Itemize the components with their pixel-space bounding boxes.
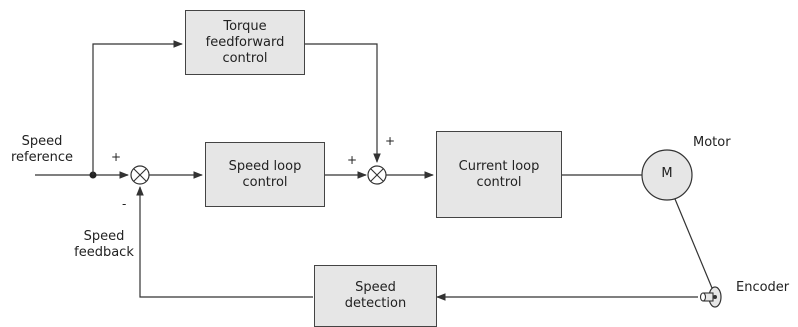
speed-detection-block: Speed detection [314, 265, 437, 327]
current-loop-block: Current loop control [436, 131, 562, 218]
torque-feedforward-block: Torque feedforward control [185, 10, 305, 75]
sum2-plus-top-sign: + [385, 134, 396, 148]
sum2-cross-b [370, 168, 384, 182]
motor-symbol: M [661, 166, 673, 181]
feedforward-branch-line [92, 40, 183, 175]
encoder-label: Encoder [736, 280, 790, 295]
feedback-line [136, 186, 313, 298]
feedforward-output-line [305, 43, 381, 163]
speed-feedback-label: Speed feedback [74, 229, 134, 260]
motor-circle [641, 149, 693, 201]
sum2-plus-left-sign: + [347, 153, 358, 167]
speed-reference-label: Speed reference [10, 134, 74, 165]
encoder-icon [699, 286, 722, 308]
motor-shaft-line [674, 198, 713, 289]
sum1-minus-sign: - [122, 197, 127, 211]
speed-loop-block: Speed loop control [205, 142, 325, 207]
sum1-cross-b [133, 168, 147, 182]
motor-label: Motor [693, 135, 731, 150]
sum1-plus-sign: + [111, 150, 122, 164]
